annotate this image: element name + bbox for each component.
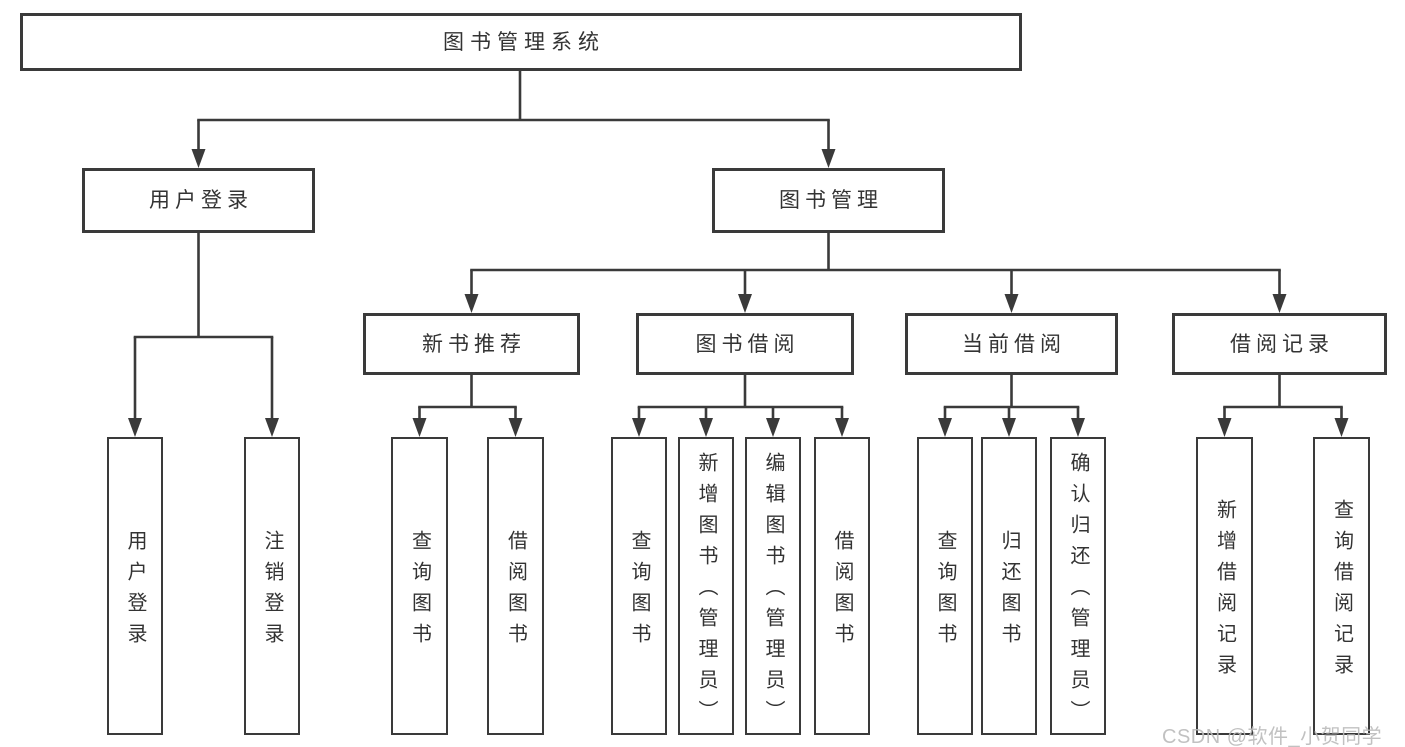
leaf-query-books-borrowing-label: 查询图书 (628, 529, 650, 654)
leaf-borrow-books-newbooks-label: 借阅图书 (504, 529, 527, 654)
connector-newbooks-to-leaves (418, 375, 517, 423)
leaf-query-books-newbooks-label: 查询图书 (408, 529, 431, 654)
leaf-add-borrow-record-label: 新增借阅记录 (1213, 498, 1236, 685)
connector-root-to-level2 (197, 70, 830, 154)
node-root-library-system: 图书管理系统 (20, 13, 1022, 71)
leaf-query-books-borrowing: 查询图书 (611, 437, 667, 735)
connector-current-to-leaves (943, 375, 1080, 423)
leaf-return-books-label: 归还图书 (998, 529, 1020, 654)
node-user-login: 用户登录 (82, 168, 315, 233)
connector-records-to-leaves (1223, 375, 1343, 423)
node-book-management: 图书管理 (712, 168, 945, 233)
leaf-borrow-books-borrowing-label: 借阅图书 (831, 529, 853, 654)
csdn-watermark: CSDN @软件_小贺同学 (1162, 726, 1383, 747)
leaf-confirm-return-admin-label: 确认归还（管理员） (1067, 452, 1089, 731)
node-book-borrowing: 图书借阅 (636, 313, 854, 375)
leaf-borrow-books-borrowing: 借阅图书 (814, 437, 870, 735)
leaf-confirm-return-admin: 确认归还（管理员） (1050, 437, 1106, 735)
leaf-query-books-current: 查询图书 (917, 437, 973, 735)
leaf-logout: 注销登录 (244, 437, 300, 735)
leaf-add-books-admin-label: 新增图书（管理员） (695, 452, 717, 731)
leaf-logout-label: 注销登录 (261, 529, 283, 654)
node-new-book-recommend-label: 新书推荐 (422, 332, 526, 356)
node-root-label: 图书管理系统 (443, 30, 605, 54)
leaf-borrow-books-newbooks: 借阅图书 (487, 437, 544, 735)
connector-management-to-level3 (470, 233, 1281, 299)
leaf-edit-books-admin-label: 编辑图书（管理员） (762, 452, 784, 731)
node-new-book-recommend: 新书推荐 (363, 313, 580, 375)
leaf-edit-books-admin: 编辑图书（管理员） (745, 437, 801, 735)
node-borrowing-records: 借阅记录 (1172, 313, 1387, 375)
leaf-query-books-newbooks: 查询图书 (391, 437, 448, 735)
connector-login-to-leaves (133, 233, 274, 423)
leaf-user-login: 用户登录 (107, 437, 163, 735)
node-current-borrowing-label: 当前借阅 (962, 332, 1066, 356)
node-current-borrowing: 当前借阅 (905, 313, 1118, 375)
connector-borrowing-to-leaves (637, 375, 844, 423)
leaf-query-books-current-label: 查询图书 (934, 529, 956, 654)
node-borrowing-records-label: 借阅记录 (1230, 332, 1334, 356)
leaf-return-books: 归还图书 (981, 437, 1037, 735)
leaf-query-borrow-record: 查询借阅记录 (1313, 437, 1370, 735)
node-book-management-label: 图书管理 (779, 189, 883, 212)
leaf-add-books-admin: 新增图书（管理员） (678, 437, 734, 735)
leaf-user-login-label: 用户登录 (124, 529, 146, 654)
leaf-query-borrow-record-label: 查询借阅记录 (1330, 498, 1353, 685)
leaf-add-borrow-record: 新增借阅记录 (1196, 437, 1253, 735)
node-user-login-label: 用户登录 (149, 189, 253, 212)
node-book-borrowing-label: 图书借阅 (695, 332, 800, 356)
